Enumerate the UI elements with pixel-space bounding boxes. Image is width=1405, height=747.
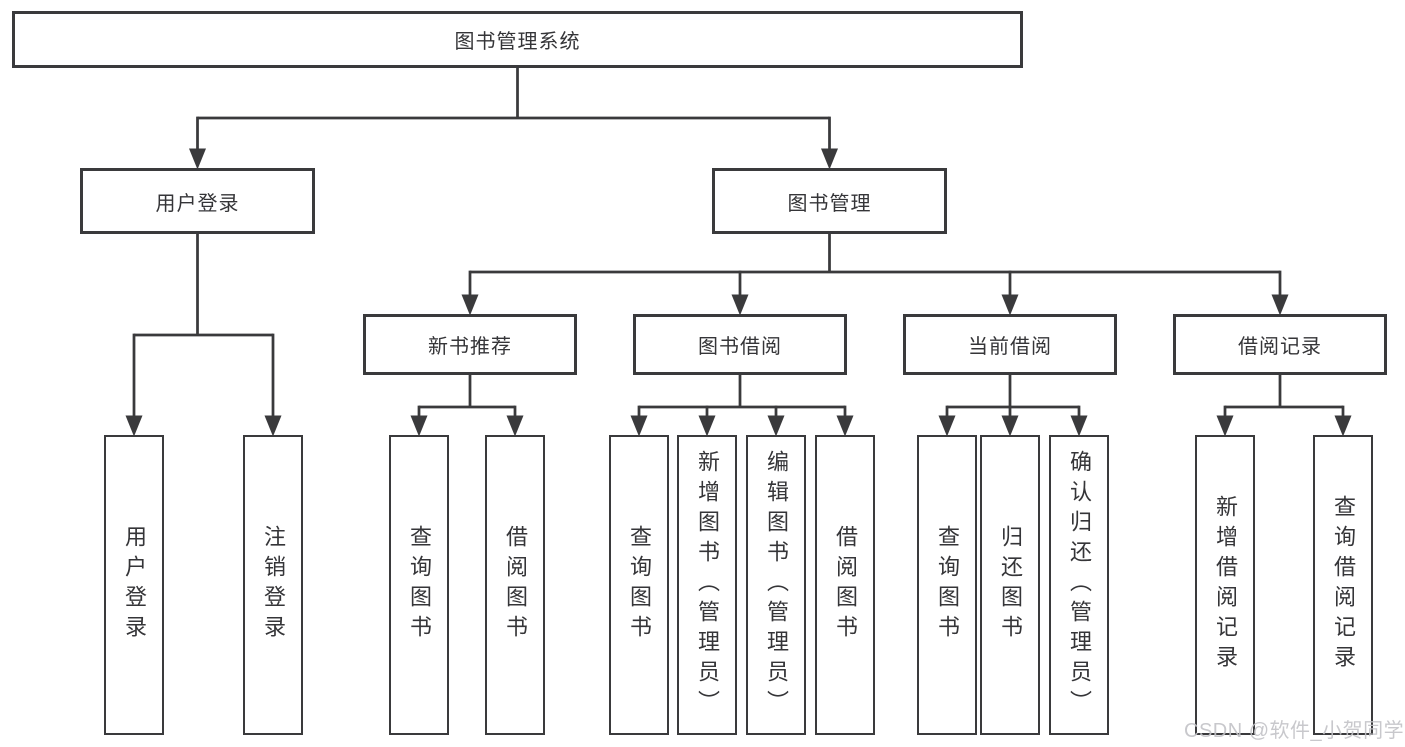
- node-query-borrow-record: 查询借阅记录: [1313, 435, 1373, 735]
- node-user-login: 用户登录: [80, 168, 315, 234]
- arrowhead-icon: [1070, 415, 1088, 437]
- node-label-user-login: 用户登录: [155, 192, 240, 215]
- node-borrowing-query-books: 查询图书: [609, 435, 669, 735]
- arrowhead-icon: [410, 415, 428, 437]
- arrowhead-icon: [264, 415, 282, 437]
- node-book-management: 图书管理: [712, 168, 947, 234]
- arrowhead-icon: [821, 148, 838, 170]
- node-label-add-borrow-record: 新增借阅记录: [1213, 495, 1238, 675]
- node-recommend-borrow-books: 借阅图书: [485, 435, 545, 735]
- watermark-text: CSDN @软件_小贺同学: [1184, 720, 1405, 742]
- node-current-query-books: 查询图书: [917, 435, 977, 735]
- node-borrowing-records: 借阅记录: [1173, 314, 1387, 375]
- arrowhead-icon: [1216, 415, 1234, 437]
- arrowhead-icon: [767, 415, 785, 437]
- node-label-borrowing-records: 借阅记录: [1238, 336, 1322, 358]
- node-label-current-query-books: 查询图书: [935, 525, 960, 645]
- arrowhead-icon: [698, 415, 716, 437]
- arrowhead-icon: [461, 294, 479, 316]
- node-label-query-borrow-record: 查询借阅记录: [1331, 495, 1356, 675]
- node-return-books: 归还图书: [980, 435, 1040, 735]
- node-label-library-system: 图书管理系统: [454, 31, 581, 53]
- arrowhead-icon: [506, 415, 524, 437]
- node-label-current-borrowing: 当前借阅: [968, 336, 1052, 358]
- node-label-edit-books-admin: 编辑图书（管理员）: [764, 450, 789, 720]
- node-user-login-leaf: 用户登录: [104, 435, 164, 735]
- node-label-book-borrowing: 图书借阅: [698, 336, 782, 358]
- node-label-logout: 注销登录: [261, 525, 286, 645]
- arrowhead-icon: [1001, 294, 1019, 316]
- arrowhead-icon: [189, 148, 206, 170]
- node-borrowing-borrow-books: 借阅图书: [815, 435, 875, 735]
- node-label-recommend-borrow-books: 借阅图书: [503, 525, 528, 645]
- node-add-borrow-record: 新增借阅记录: [1195, 435, 1255, 735]
- node-label-borrowing-borrow-books: 借阅图书: [833, 525, 858, 645]
- node-new-book-recommend: 新书推荐: [363, 314, 577, 375]
- arrowhead-icon: [1334, 415, 1352, 437]
- node-confirm-return-admin: 确认归还（管理员）: [1049, 435, 1109, 735]
- arrowhead-icon: [630, 415, 648, 437]
- node-label-book-management: 图书管理: [787, 192, 872, 215]
- node-label-user-login-leaf: 用户登录: [122, 525, 147, 645]
- node-edit-books-admin: 编辑图书（管理员）: [746, 435, 806, 735]
- node-current-borrowing: 当前借阅: [903, 314, 1117, 375]
- arrowhead-icon: [1271, 294, 1289, 316]
- node-label-confirm-return-admin: 确认归还（管理员）: [1067, 450, 1092, 720]
- node-label-add-books-admin: 新增图书（管理员）: [695, 450, 720, 720]
- node-label-recommend-query-books: 查询图书: [407, 525, 432, 645]
- node-library-system: 图书管理系统: [12, 11, 1023, 68]
- node-label-new-book-recommend: 新书推荐: [428, 336, 512, 358]
- node-add-books-admin: 新增图书（管理员）: [677, 435, 737, 735]
- arrowhead-icon: [731, 294, 749, 316]
- node-recommend-query-books: 查询图书: [389, 435, 449, 735]
- arrowhead-icon: [836, 415, 854, 437]
- arrowhead-icon: [938, 415, 956, 437]
- arrowhead-icon: [1001, 415, 1019, 437]
- node-label-return-books: 归还图书: [998, 525, 1023, 645]
- node-label-borrowing-query-books: 查询图书: [627, 525, 652, 645]
- arrowhead-icon: [125, 415, 143, 437]
- node-book-borrowing: 图书借阅: [633, 314, 847, 375]
- node-logout: 注销登录: [243, 435, 303, 735]
